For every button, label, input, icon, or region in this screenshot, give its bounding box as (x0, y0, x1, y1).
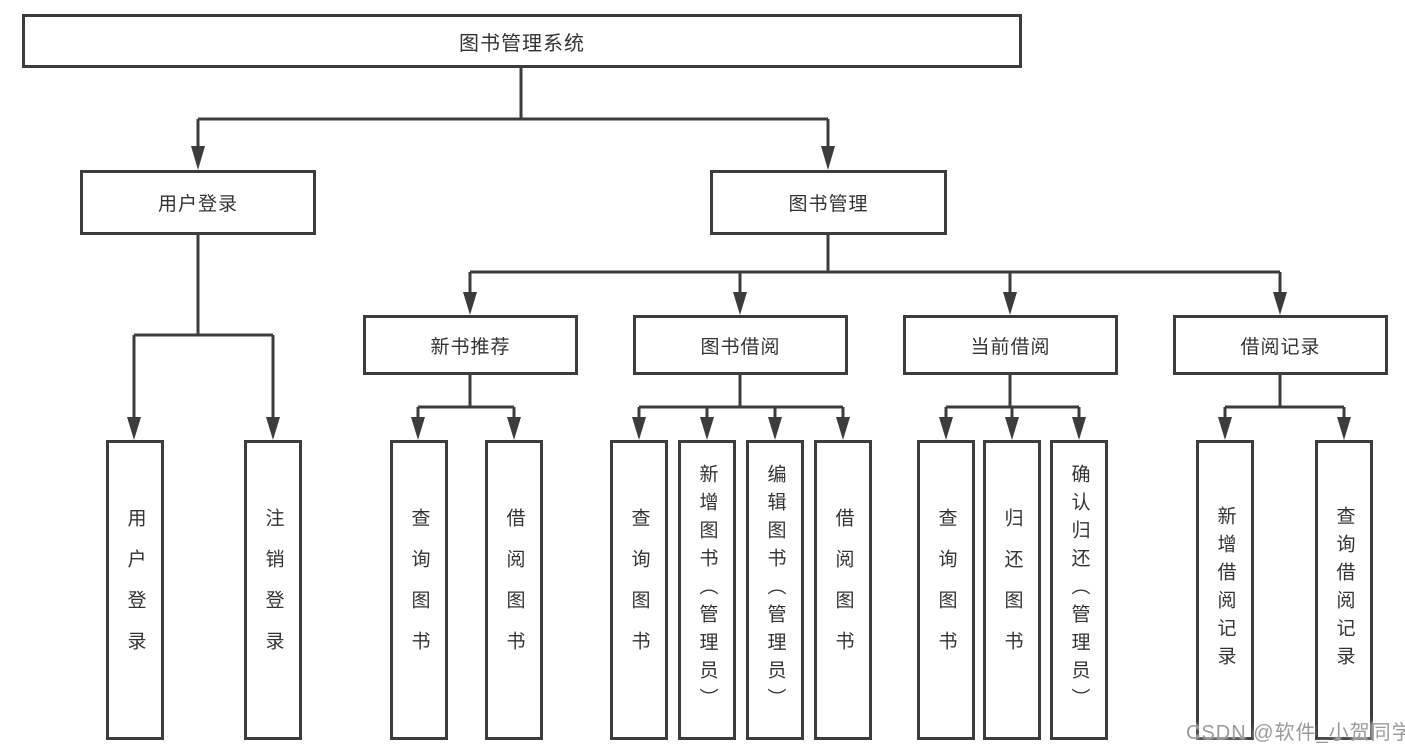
leaf-query-books-borrow: 查询图书 (610, 440, 668, 740)
node-borrow-records: 借阅记录 (1173, 315, 1388, 375)
csdn-watermark: CSDN @软件_小贺同学 (1186, 722, 1405, 744)
leaf-user-login-label: 用户登录 (124, 508, 146, 672)
connector-current-borrow (944, 375, 1081, 424)
leaf-borrow-books: 借阅图书 (814, 440, 872, 740)
node-new-book-recommend: 新书推荐 (363, 315, 578, 375)
leaf-edit-books-admin-label: 编辑图书（管理员） (764, 464, 786, 716)
leaf-add-borrow-record-label: 新增借阅记录 (1214, 506, 1236, 674)
leaf-add-borrow-record: 新增借阅记录 (1196, 440, 1254, 740)
leaf-user-login: 用户登录 (106, 440, 164, 740)
node-current-borrow: 当前借阅 (903, 315, 1118, 375)
leaf-confirm-return-admin: 确认归还（管理员） (1050, 440, 1108, 740)
leaf-borrow-books-recommend: 借阅图书 (485, 440, 543, 740)
leaf-query-books-recommend: 查询图书 (390, 440, 448, 740)
connector-new-book-recommend (416, 375, 516, 424)
leaf-confirm-return-admin-label: 确认归还（管理员） (1068, 464, 1090, 716)
leaf-return-books: 归还图书 (983, 440, 1041, 740)
leaf-edit-books-admin: 编辑图书（管理员） (746, 440, 804, 740)
connector-book-management (468, 235, 1282, 297)
leaf-add-books-admin-label: 新增图书（管理员） (696, 464, 718, 716)
connector-root (196, 68, 830, 150)
leaf-logout-login-label: 注销登录 (262, 508, 284, 672)
leaf-query-books-current-label: 查询图书 (935, 508, 957, 672)
connector-book-borrow (637, 375, 845, 424)
node-book-management-label: 图书管理 (788, 194, 869, 215)
node-book-borrow-label: 图书借阅 (700, 336, 781, 358)
node-root: 图书管理系统 (22, 14, 1022, 68)
leaf-add-books-admin: 新增图书（管理员） (678, 440, 736, 740)
leaf-query-books-current: 查询图书 (917, 440, 975, 740)
leaf-borrow-books-label: 借阅图书 (832, 508, 854, 672)
node-borrow-records-label: 借阅记录 (1240, 336, 1321, 358)
connector-borrow-records (1223, 375, 1346, 424)
node-user-login-label: 用户登录 (157, 194, 238, 215)
node-book-management: 图书管理 (710, 170, 947, 235)
connector-user-login (132, 235, 275, 422)
leaf-query-books-recommend-label: 查询图书 (408, 508, 430, 672)
node-new-book-recommend-label: 新书推荐 (430, 336, 511, 358)
node-current-borrow-label: 当前借阅 (970, 336, 1051, 358)
leaf-query-borrow-record-label: 查询借阅记录 (1333, 506, 1355, 674)
node-root-label: 图书管理系统 (459, 32, 585, 55)
leaf-query-books-borrow-label: 查询图书 (628, 508, 650, 672)
node-book-borrow: 图书借阅 (633, 315, 848, 375)
node-user-login: 用户登录 (80, 170, 316, 235)
leaf-logout-login: 注销登录 (244, 440, 302, 740)
leaf-return-books-label: 归还图书 (1001, 508, 1023, 672)
leaf-borrow-books-recommend-label: 借阅图书 (503, 508, 525, 672)
leaf-query-borrow-record: 查询借阅记录 (1315, 440, 1373, 740)
